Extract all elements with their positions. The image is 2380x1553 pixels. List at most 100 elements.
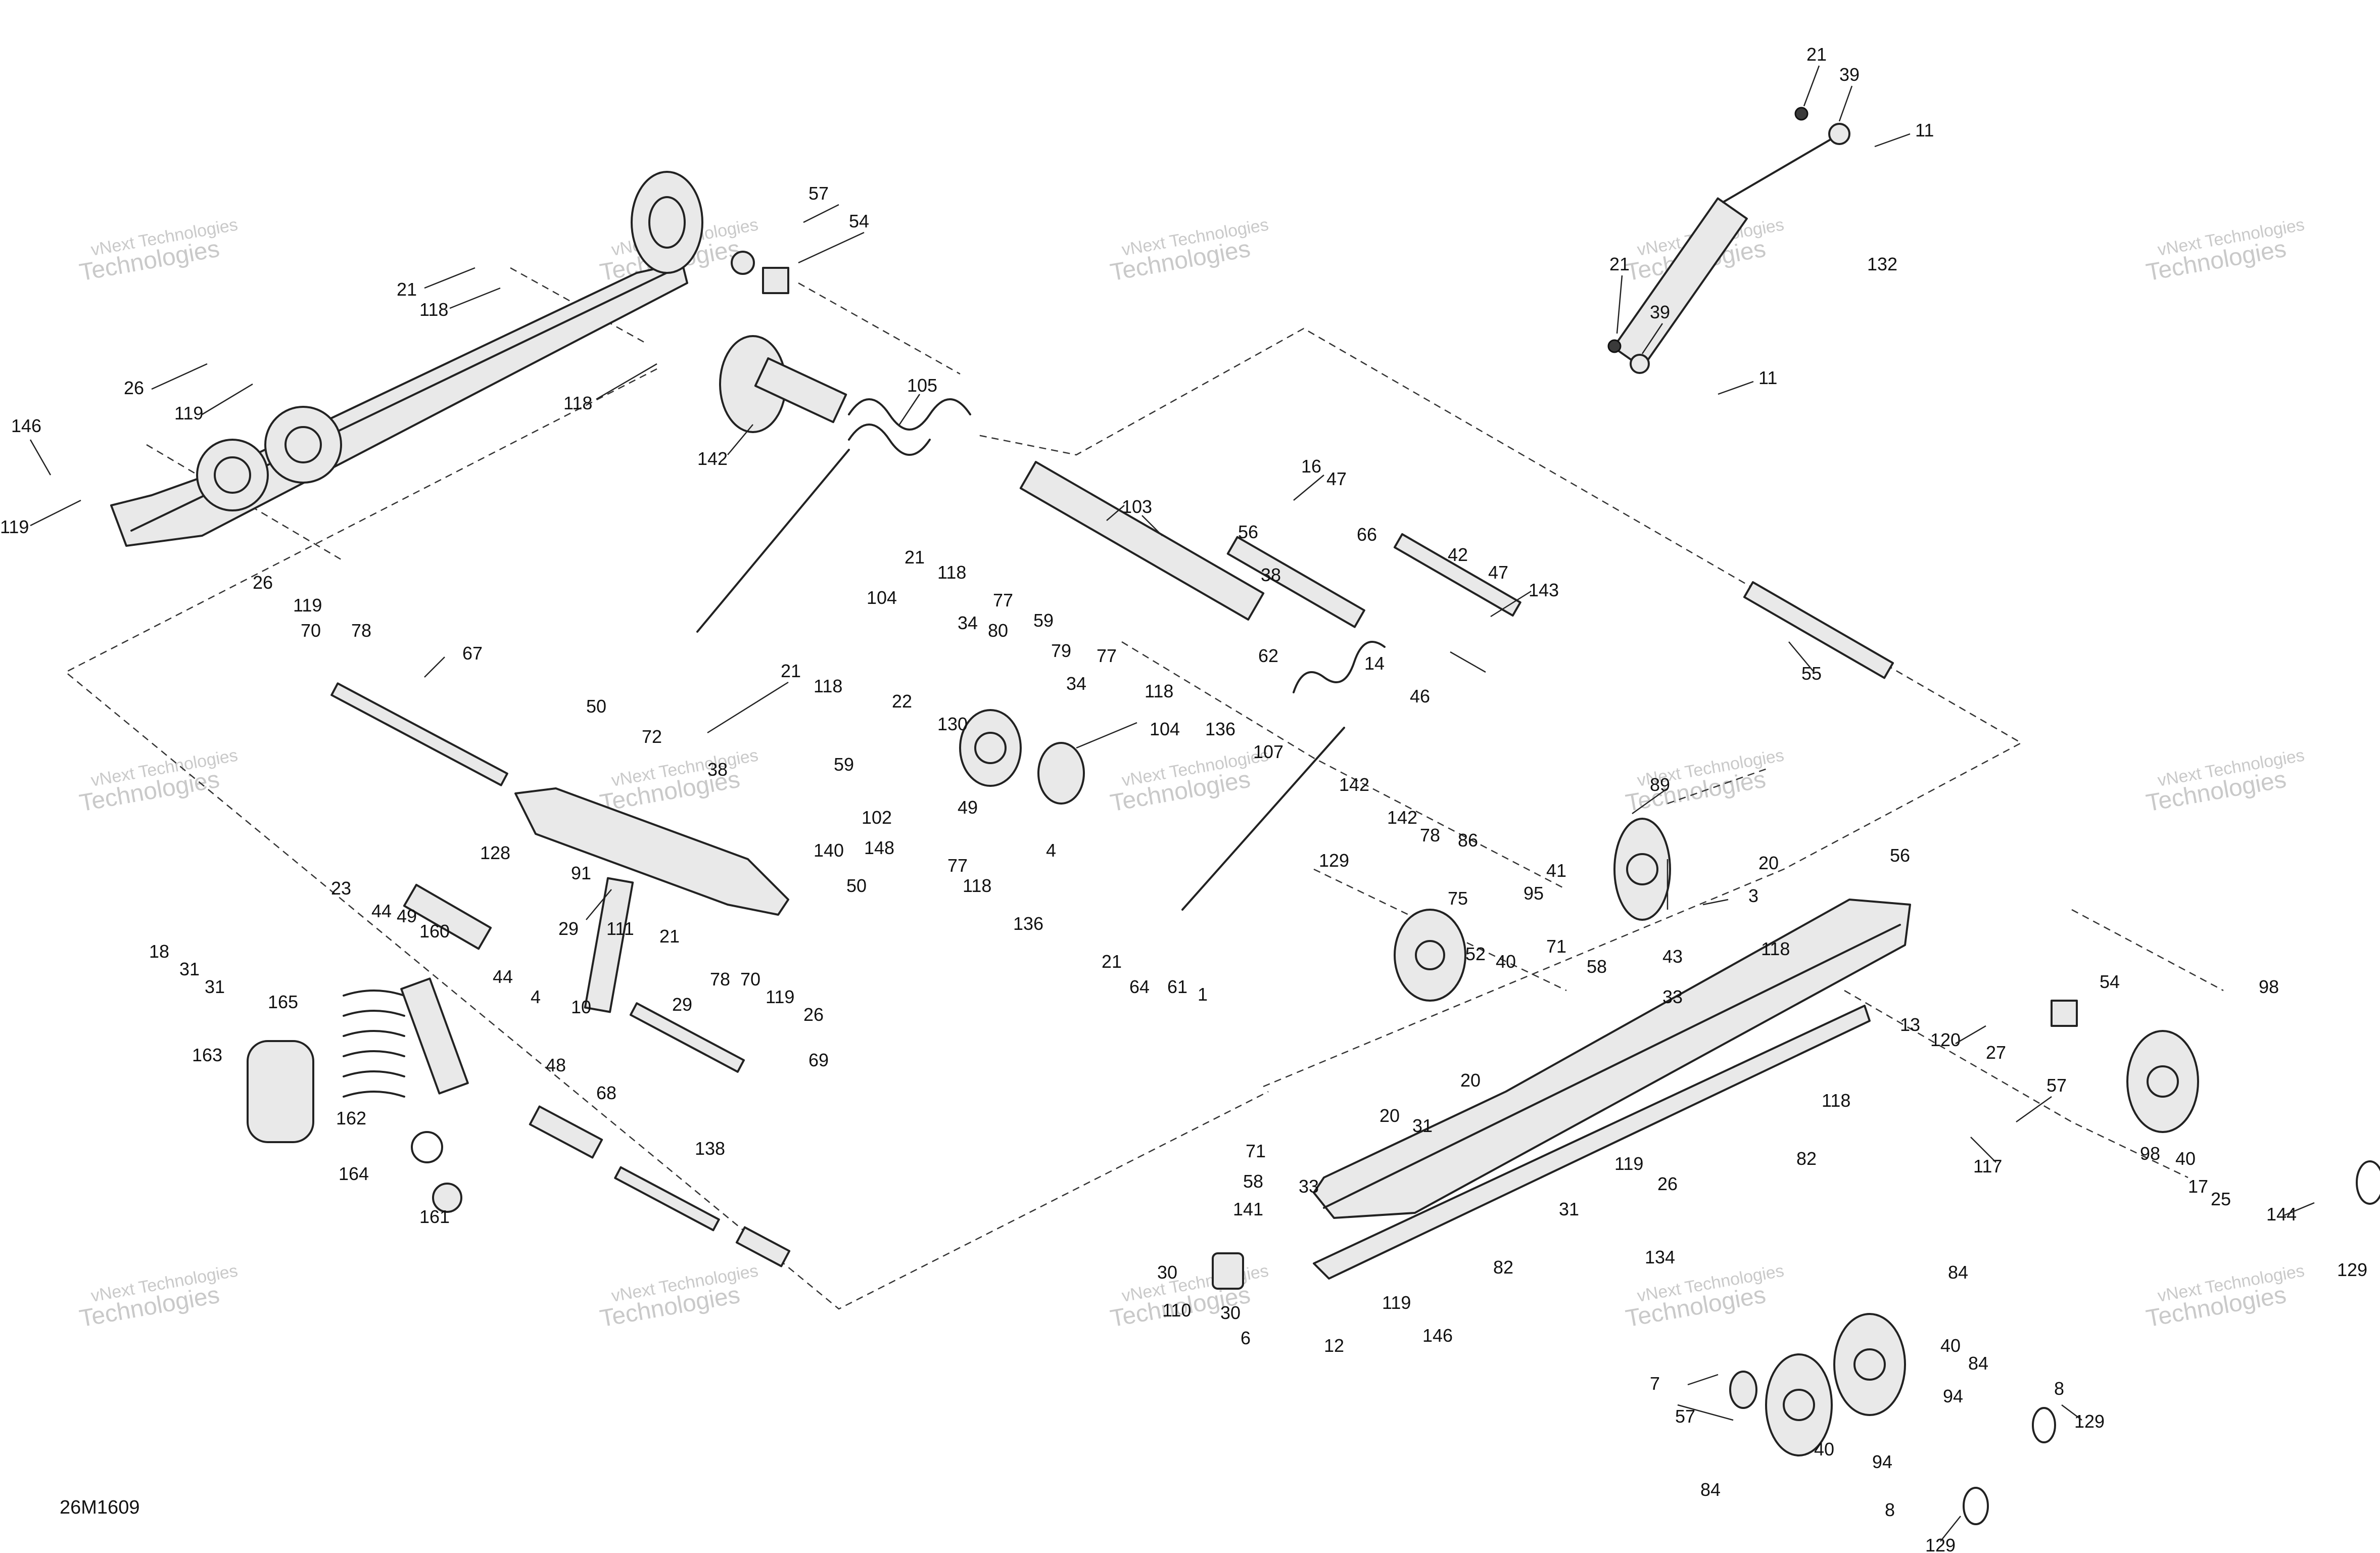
callout-label: 164: [339, 1163, 369, 1184]
callout-label: 71: [1246, 1141, 1266, 1161]
callout-label: 129: [2337, 1259, 2367, 1280]
callout-label: 29: [672, 994, 692, 1015]
callout-label: 69: [808, 1050, 829, 1070]
callout-label: 39: [1650, 302, 1670, 322]
callout-label: 20: [1379, 1105, 1400, 1126]
callout-label: 54: [849, 211, 869, 231]
callout-label: 31: [1412, 1115, 1433, 1136]
callout-label: 56: [1890, 845, 1910, 866]
callout-label: 163: [192, 1045, 222, 1065]
callout-label: 33: [1662, 986, 1683, 1007]
callout-label: 119: [174, 403, 203, 423]
callout-label: 118: [963, 875, 991, 896]
callout-label: 40: [1496, 951, 1516, 972]
callout-label: 111: [606, 918, 634, 939]
callout-label: 64: [1129, 976, 1150, 997]
callout-label: 98: [2140, 1143, 2160, 1164]
callout-label: 21: [1806, 44, 1827, 65]
callout-label: 119: [293, 595, 322, 616]
callout-label: 78: [351, 620, 371, 641]
callout-label: 140: [814, 840, 844, 861]
callout-label: 80: [988, 620, 1008, 641]
callout-label: 129: [1925, 1535, 1956, 1553]
callout-label: 104: [867, 587, 897, 608]
callout-label: 118: [1822, 1090, 1850, 1111]
callout-label: 34: [1066, 673, 1086, 694]
callout-label: 119: [766, 986, 794, 1007]
callout-label: 27: [1986, 1042, 2006, 1063]
callout-label: 98: [2259, 976, 2279, 997]
callout-label: 6: [1241, 1328, 1251, 1348]
callout-label: 70: [301, 620, 321, 641]
callout-label: 50: [846, 875, 867, 896]
callout-label: 119: [0, 516, 29, 537]
callout-label: 134: [1645, 1247, 1675, 1267]
callout-label: 56: [1238, 522, 1258, 542]
callout-label: 77: [947, 855, 968, 876]
callout-label: 118: [1145, 681, 1173, 701]
callout-label: 105: [907, 375, 937, 396]
callout-label: 94: [1943, 1386, 1963, 1406]
callout-label: 11: [1758, 367, 1777, 388]
callout-label: 25: [2211, 1189, 2231, 1209]
callout-label: 138: [695, 1138, 725, 1159]
callout-label: 50: [586, 696, 606, 717]
callout-label: 58: [1587, 956, 1607, 977]
callout-label: 29: [558, 918, 579, 939]
callout-label: 136: [1205, 719, 1235, 739]
callout-label: 59: [834, 754, 854, 775]
callout-label: 146: [1422, 1325, 1453, 1346]
callout-label: 17: [2188, 1176, 2208, 1197]
callout-label: 118: [419, 299, 448, 320]
callout-label: 118: [563, 393, 592, 413]
callout-label: 21: [1102, 951, 1122, 972]
callout-label: 20: [1758, 853, 1779, 873]
callout-label: 67: [462, 643, 483, 664]
callout-label: 119: [1614, 1153, 1643, 1174]
center-parts: [696, 335, 1894, 911]
callout-label: 21: [905, 547, 925, 568]
callout-label: 118: [1761, 938, 1790, 959]
callout-label: 120: [1930, 1029, 1961, 1050]
callout-label: 44: [493, 966, 513, 987]
callout-label: 44: [371, 901, 392, 921]
callout-label: 132: [1867, 254, 1897, 274]
callout-label: 118: [937, 562, 966, 583]
callout-label: 79: [1051, 640, 1071, 661]
callout-label: 20: [1460, 1070, 1481, 1091]
callout-label: 40: [2175, 1148, 2196, 1169]
callout-label: 117: [1973, 1156, 2002, 1176]
callout-label: 21: [659, 926, 680, 947]
lower-left-linkage: [247, 682, 791, 1267]
callout-label: 31: [179, 959, 200, 979]
callout-label: 3: [1748, 885, 1758, 906]
callout-label: 94: [1872, 1451, 1892, 1472]
callout-label: 86: [1458, 830, 1478, 851]
callout-label: 142: [697, 448, 728, 469]
callout-label: 18: [149, 941, 169, 962]
callout-label: 144: [2266, 1204, 2297, 1225]
callout-label: 49: [397, 906, 417, 926]
callout-label: 54: [2100, 971, 2120, 992]
callout-label: 34: [958, 613, 978, 633]
callout-label: 21: [397, 279, 417, 300]
callout-label: 49: [958, 797, 978, 818]
callout-label: 13: [1900, 1014, 1920, 1035]
callout-label: 31: [1559, 1199, 1579, 1219]
callout-label: 77: [1097, 645, 1117, 666]
callout-label: 26: [1657, 1173, 1678, 1194]
callout-label: 47: [1326, 468, 1347, 489]
callout-label: 78: [1420, 825, 1440, 845]
callout-label: 142: [1387, 807, 1417, 828]
callout-label: 30: [1220, 1302, 1241, 1323]
diagram-code: 26M1609: [60, 1497, 139, 1518]
